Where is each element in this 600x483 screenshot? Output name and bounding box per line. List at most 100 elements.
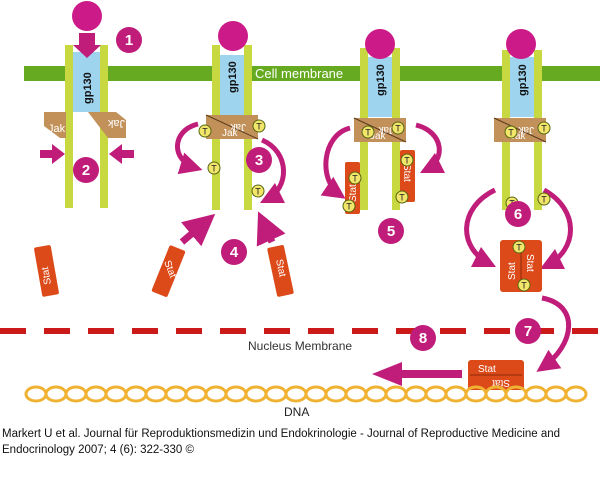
tyrosine-marker: T [361, 125, 375, 139]
arrow-ligand-binding [73, 33, 101, 58]
nucleus-membrane-dash [220, 328, 246, 334]
arrow-phosphorylation-left [175, 121, 203, 175]
svg-text:T: T [395, 124, 401, 134]
stat-monomer: Stat [267, 245, 294, 297]
step-marker-1: 1 [116, 27, 142, 53]
svg-text:Jak: Jak [48, 123, 66, 135]
svg-text:T: T [211, 164, 217, 174]
tyrosine-marker: T [400, 153, 414, 167]
svg-text:Jak: Jak [370, 131, 387, 142]
jak-protein: Jak [44, 112, 66, 138]
tyrosine-marker: T [504, 125, 518, 139]
dna-link [424, 385, 448, 403]
dna-link [124, 385, 148, 403]
dna-link [384, 385, 408, 403]
svg-text:Jak: Jak [510, 131, 527, 142]
svg-text:5: 5 [387, 223, 395, 240]
tyrosine-marker: T [517, 278, 531, 292]
svg-text:7: 7 [524, 323, 532, 340]
svg-text:Jak: Jak [107, 117, 125, 129]
nucleus-membrane [0, 328, 598, 334]
nucleus-membrane-dash [44, 328, 70, 334]
nucleus-membrane-dash [308, 328, 334, 334]
step-marker-7: 7 [515, 318, 541, 344]
tyrosine-marker: T [537, 192, 551, 206]
tyrosine-marker: T [251, 184, 265, 198]
dna-link [64, 385, 88, 403]
nucleus-membrane-dash [132, 328, 158, 334]
svg-text:Stat: Stat [507, 262, 518, 280]
nucleus-membrane-dash [0, 328, 26, 334]
svg-text:6: 6 [514, 206, 522, 223]
nucleus-membrane-dash [264, 328, 290, 334]
arrow-stat-docking-left [320, 125, 351, 199]
stat-monomer: Stat [151, 245, 186, 297]
gp130-label: gp130 [227, 61, 239, 93]
tyrosine-marker: T [348, 171, 362, 185]
nucleus-membrane-dash [572, 328, 598, 334]
svg-text:T: T [346, 202, 352, 212]
svg-text:8: 8 [419, 330, 427, 347]
dna-link [404, 385, 428, 403]
cell-membrane-label: Cell membrane [255, 66, 343, 81]
step-marker-2: 2 [73, 157, 99, 183]
tyrosine-marker: T [252, 119, 266, 133]
dna-link [524, 385, 548, 403]
svg-text:Stat: Stat [401, 164, 412, 182]
dna-link [344, 385, 368, 403]
dna-strand [24, 385, 588, 403]
svg-text:2: 2 [82, 162, 90, 179]
dna-label: DNA [284, 405, 309, 419]
nucleus-membrane-dash [176, 328, 202, 334]
tyrosine-marker: T [342, 199, 356, 213]
svg-text:3: 3 [255, 152, 263, 169]
dna-link [444, 385, 468, 403]
arrow-stat-release-left [464, 187, 497, 268]
svg-text:T: T [541, 195, 547, 205]
dna-link [544, 385, 568, 403]
svg-text:T: T [256, 122, 262, 132]
stat-monomer: Stat [34, 245, 59, 297]
step-markers: 1 2 3 4 5 6 7 8 [73, 27, 541, 351]
svg-text:Stat: Stat [273, 258, 288, 278]
svg-text:T: T [399, 193, 405, 203]
tyrosine-marker: T [512, 240, 526, 254]
svg-text:4: 4 [230, 244, 239, 261]
nucleus-membrane-dash [88, 328, 114, 334]
arrow-stat-recruit-right [256, 211, 286, 247]
step-marker-3: 3 [246, 147, 272, 173]
step-marker-5: 5 [378, 218, 404, 244]
jak-dimer: Jak Jak [205, 114, 259, 140]
svg-text:Stat: Stat [524, 254, 535, 272]
svg-text:Jak: Jak [222, 128, 239, 139]
ligand [218, 21, 248, 51]
gp130-label: gp130 [375, 64, 387, 96]
tyrosine-marker: T [537, 121, 551, 135]
svg-text:T: T [541, 124, 547, 134]
svg-text:T: T [516, 243, 522, 253]
svg-text:Jak: Jak [377, 124, 394, 135]
svg-text:T: T [352, 174, 358, 184]
nucleus-membrane-dash [352, 328, 378, 334]
svg-text:Jak: Jak [517, 124, 534, 135]
dna-link [224, 385, 248, 403]
ligand [72, 1, 102, 31]
dna-link [44, 385, 68, 403]
arrow-stat-recruit-left [179, 213, 216, 247]
dna-link [204, 385, 228, 403]
jak-dimer: Jak Jak [493, 117, 547, 143]
nucleus-membrane-label: Nucleus Membrane [248, 339, 352, 353]
svg-text:T: T [255, 187, 261, 197]
stat-dimer-on-dna: Stat Stat [468, 360, 524, 390]
svg-text:Jak: Jak [229, 121, 246, 132]
arrow-stat-docking-right [415, 122, 446, 174]
jak-protein: Jak [88, 112, 126, 138]
cell-membrane [24, 66, 600, 81]
step-marker-8: 8 [410, 325, 436, 351]
arrow-dimerization-right [109, 144, 134, 164]
tyrosine-marker: T [207, 161, 221, 175]
svg-text:T: T [202, 127, 208, 137]
arrow-phosphorylation-right [259, 137, 286, 204]
dna-link [144, 385, 168, 403]
